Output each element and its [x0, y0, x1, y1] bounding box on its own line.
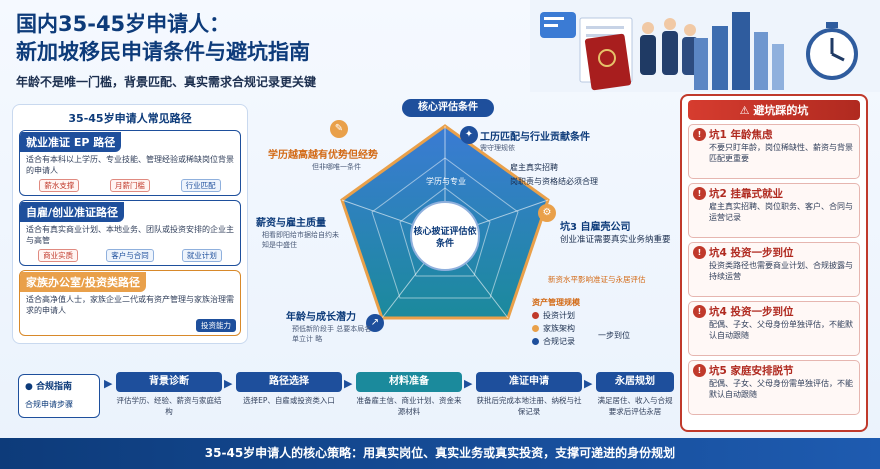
company-icon: ⚙ — [538, 204, 556, 222]
process-step-desc: 满足居住、收入与合规要求后评估永居 — [597, 396, 673, 416]
common-routes-panel: 35-45岁申请人常见路径 就业准证 EP 路径 适合有本科以上学历、专业技能、… — [12, 104, 248, 344]
label-work-bullet: 岗职责与资格结必须合理 — [510, 177, 598, 186]
process-step-desc: 准备雇主信、商业计划、资金来源材料 — [356, 396, 462, 416]
route-family-office: 家族办公室/投资类路径 适合高净值人士，家族企业二代或有资产管理与家族治理需求的… — [19, 270, 241, 336]
bullet-dot-icon — [532, 338, 539, 345]
arrow-icon: ▶ — [464, 377, 473, 390]
process-step-desc: 评估学历、经验、薪资与家庭结构 — [116, 396, 222, 416]
route-family-office-title: 家族办公室/投资类路径 — [20, 272, 147, 292]
label-age-growth: 年龄与成长潜力 — [286, 312, 356, 323]
page-title-line2: 新加坡移民申请条件与避坑指南 — [16, 40, 310, 64]
application-process: ● 合规指南 合规申请步骤 ▶ 背景诊断 评估学历、经验、薪资与家庭结构 ▶ 路… — [12, 368, 674, 432]
process-step-title: 背景诊断 — [116, 372, 222, 392]
warning-icon: ! — [693, 305, 706, 318]
pitfall-desc: 不要只盯年龄，岗位稀缺性、薪资与背景匹配更重要 — [709, 143, 853, 163]
pitfall-desc: 配偶、子女、父母身份需单独评估，不能默认自动跟随 — [709, 379, 853, 399]
investment-bullet-item: 投资计划 — [532, 309, 580, 322]
page-title-line1: 国内35-45岁申请人： — [16, 12, 231, 36]
pitfall-item: !坑5 家庭安排脱节 配偶、子女、父母身份需单独评估，不能默认自动跟随 — [688, 360, 860, 415]
investment-bullets: 资产管理规模 投资计划 家族架构 合规记录 — [532, 296, 580, 348]
label-salary-employer-sub: 相看即阳给市据给自约未知是中盛住 — [262, 231, 339, 249]
warning-icon: ! — [693, 187, 706, 200]
investment-bullet-item: 家族架构 — [532, 322, 580, 335]
core-criteria-label: 核心评估条件 — [402, 99, 494, 117]
label-self-employed: 坑3 自雇壳公司 — [560, 222, 631, 233]
route-ep-desc: 适合有本科以上学历、专业技能、管理经验或稀缺岗位背景的申请人 — [26, 155, 234, 175]
process-step-title: 路径选择 — [236, 372, 342, 392]
process-step: 路径选择 选择EP、自雇或投资类入口 — [236, 372, 342, 406]
label-self-employed-sub: 创业准证需要真实业务纳重要 — [560, 235, 671, 245]
pitfall-desc: 投资类路径也需要商业计划、合规披露与持续运营 — [709, 261, 853, 281]
process-step-desc: 获批后完成本地注册、纳税与社保记录 — [476, 396, 582, 416]
pitfall-desc: 雇主真实招聘、岗位职务、客户、合同与运营记录 — [709, 202, 853, 222]
label-age-growth-sub: 预低新阶段手 总要本局名单立计 略 — [292, 325, 372, 343]
arrow-icon: ▶ — [344, 377, 353, 390]
pentagon-radar-graphic — [340, 124, 550, 320]
process-step-title: 材料准备 — [356, 372, 462, 392]
process-step: 背景诊断 评估学历、经验、薪资与家庭结构 — [116, 372, 222, 417]
pitfall-desc: 配偶、子女、父母身份单独评估，不能默认自动跟随 — [709, 320, 853, 340]
label-salary-note: 新资水平影响准证与永居评估 — [548, 275, 646, 284]
routes-panel-title: 35-45岁申请人常见路径 — [68, 112, 192, 125]
process-step-title: 准证申请 — [476, 372, 582, 392]
route-ep: 就业准证 EP 路径 适合有本科以上学历、专业技能、管理经验或稀缺岗位背景的申请… — [19, 130, 241, 196]
bullet-dot-icon — [532, 325, 539, 332]
route-ep-tag: 月薪门槛 — [109, 179, 150, 192]
skyline-illustration — [694, 12, 858, 90]
pitfalls-title: ⚠ 避坑踩的坑 — [688, 100, 860, 120]
footer-strategy: 35-45岁申请人的核心策略：用真实岗位、真实业务或真实投资，支撑可递进的身份规… — [0, 438, 880, 469]
investment-note: 一步到位 — [598, 331, 630, 340]
label-work-match: 工历匹配与行业贡献条件 — [480, 132, 590, 143]
label-work-bullet: 雇主真实招聘 — [510, 163, 558, 172]
route-ep-title: 就业准证 EP 路径 — [20, 132, 122, 152]
pitfall-item: !坑1 年龄焦虑 不要只盯年龄，岗位稀缺性、薪资与背景匹配更重要 — [688, 124, 860, 179]
process-label: ● 合规指南 合规申请步骤 — [18, 374, 100, 418]
info-icon: ● — [25, 382, 36, 392]
process-label-sub: 合规申请步骤 — [25, 400, 73, 409]
process-step-title: 永居规划 — [596, 372, 674, 392]
route-entrepreneur-tag: 客户与合同 — [106, 249, 154, 262]
work-icon: ✦ — [460, 126, 478, 144]
route-entrepreneur: 自雇/创业准证路径 适合有真实商业计划、本地业务、团队或投资安排的企业主与高管 … — [19, 200, 241, 266]
label-education: 学历越高越有优势但经势 — [268, 150, 378, 161]
investment-bullet-item: 合规记录 — [532, 335, 580, 348]
route-ep-tag: 行业匹配 — [180, 179, 221, 192]
warning-icon: ! — [693, 246, 706, 259]
pitfalls-panel: ⚠ 避坑踩的坑 !坑1 年龄焦虑 不要只盯年龄，岗位稀缺性、薪资与背景匹配更重要… — [680, 94, 868, 432]
radar-center-text: 核心披证评估依条件 — [413, 227, 477, 249]
process-step: 永居规划 满足居住、收入与合规要求后评估永居 — [596, 372, 674, 417]
label-salary-employer: 薪资与雇主质量 — [256, 218, 326, 229]
radar-inner-label: 学历与专业 — [426, 177, 466, 186]
pitfall-item: !坑2 挂靠式就业 雇主真实招聘、岗位职务、客户、合同与运营记录 — [688, 183, 860, 238]
arrow-icon: ▶ — [584, 377, 593, 390]
process-step-desc: 选择EP、自雇或投资类入口 — [243, 396, 335, 405]
process-step: 材料准备 准备雇主信、商业计划、资金来源材料 — [356, 372, 462, 417]
route-entrepreneur-tag: 就业计划 — [181, 249, 222, 262]
bullet-dot-icon — [532, 312, 539, 319]
education-icon: ✎ — [330, 120, 348, 138]
route-entrepreneur-tag: 商业实质 — [38, 249, 79, 262]
arrow-icon: ▶ — [104, 377, 113, 390]
pitfall-item: !坑4 投资一步到位 配偶、子女、父母身份单独评估，不能默认自动跟随 — [688, 301, 860, 356]
route-family-office-desc: 适合高净值人士，家族企业二代或有资产管理与家族治理需求的申请人 — [26, 295, 234, 315]
warning-icon: ⚠ — [739, 104, 754, 117]
pitfall-item: !坑4 投资一步到位 投资类路径也需要商业计划、合规披露与持续运营 — [688, 242, 860, 297]
investment-bullets-title: 资产管理规模 — [532, 298, 580, 307]
label-work-match-sub: 需守理规依 — [480, 144, 515, 152]
route-family-office-tag: 投资能力 — [196, 319, 236, 332]
route-ep-tag: 薪水支撑 — [39, 179, 80, 192]
process-step: 准证申请 获批后完成本地注册、纳税与社保记录 — [476, 372, 582, 417]
warning-icon: ! — [693, 364, 706, 377]
route-entrepreneur-title: 自雇/创业准证路径 — [20, 202, 125, 222]
arrow-icon: ▶ — [224, 377, 233, 390]
route-entrepreneur-desc: 适合有真实商业计划、本地业务、团队或投资安排的企业主与高管 — [26, 225, 234, 245]
page-subtitle: 年龄不是唯一门槛，背景匹配、真实需求合规记录更关键 — [16, 75, 317, 89]
growth-icon: ↗ — [366, 314, 384, 332]
label-education-sub: 但非哪唯一条件 — [312, 163, 361, 171]
warning-icon: ! — [693, 128, 706, 141]
